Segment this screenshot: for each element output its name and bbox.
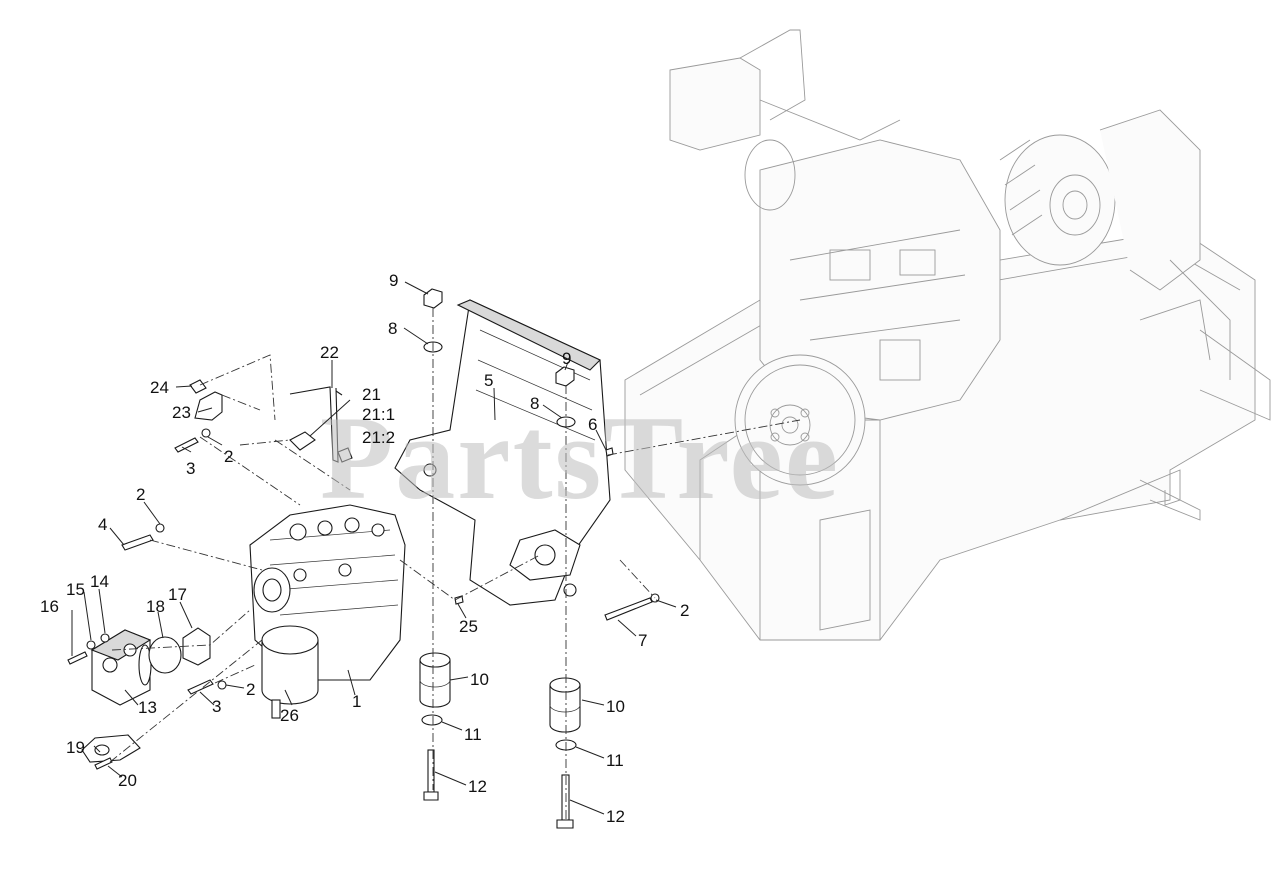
washer-2-a: [201, 428, 211, 438]
callout-12-right: 12: [606, 807, 625, 826]
engine-frame-assembly: [624, 29, 1271, 641]
isolator-10-right: [549, 677, 581, 733]
callout-13: 13: [138, 698, 157, 717]
callout-11-left: 11: [464, 725, 482, 744]
pin-25: [454, 595, 464, 605]
bolt-12-left: [423, 749, 439, 801]
nut-9-left: [423, 288, 443, 309]
callout-17: 17: [168, 585, 187, 604]
callout-20: 20: [118, 771, 137, 790]
bolt-7: [604, 597, 653, 621]
callout-24: 24: [150, 378, 169, 397]
callout-8-left: 8: [388, 319, 397, 338]
bolt-4: [121, 534, 154, 551]
isolator-10-left: [419, 652, 451, 708]
callout-21-1: 21:1: [362, 405, 395, 424]
assembly-lines: [109, 308, 801, 820]
callout-2-bottom: 2: [246, 680, 255, 699]
rod-22: [329, 386, 339, 463]
callout-16: 16: [40, 597, 59, 616]
bolt-12-right: [556, 774, 574, 829]
callout-22: 22: [320, 343, 339, 362]
watermark: PartsTree: [320, 391, 840, 524]
callout-3-top: 3: [186, 459, 195, 478]
washer-15: [86, 640, 96, 650]
screw-20: [94, 757, 113, 770]
fitting-24: [189, 379, 207, 394]
callout-12-left: 12: [468, 777, 487, 796]
callout-4: 4: [98, 515, 107, 534]
callout-23: 23: [172, 403, 191, 422]
bolt-16: [67, 651, 88, 665]
bolt-3-top: [174, 437, 199, 453]
plate-hole: [94, 744, 110, 756]
washer-2-b: [155, 523, 165, 533]
washer-14: [100, 633, 110, 643]
callout-19: 19: [66, 738, 85, 757]
callout-21: 21: [362, 385, 381, 404]
callout-15: 15: [66, 580, 85, 599]
callout-1: 1: [352, 692, 361, 711]
charge-pump: [90, 629, 152, 706]
nut-9-right: [555, 366, 575, 387]
filter-canister: [261, 625, 319, 719]
washer-11-left: [421, 714, 443, 726]
fitting-21: [289, 431, 316, 451]
callout-26: 26: [280, 706, 299, 725]
callout-9-left: 9: [389, 271, 398, 290]
bolt-3-bottom: [187, 679, 214, 695]
callout-9-right: 9: [562, 349, 571, 368]
callout-2-top: 2: [224, 447, 233, 466]
callout-14: 14: [90, 572, 109, 591]
leader-lines: [71, 281, 677, 815]
callout-10-right: 10: [606, 697, 625, 716]
callout-7: 7: [638, 631, 647, 650]
fitting-21-1: [337, 447, 353, 463]
callout-2-left: 2: [136, 485, 145, 504]
coupler-17: [182, 627, 211, 666]
callout-21-2: 21:2: [362, 428, 395, 447]
callout-3-bottom: 3: [212, 697, 221, 716]
callout-11-right: 11: [606, 751, 624, 770]
callout-labels: 9 8 22 24 23 21 21:1 21:2 3 2 2 4 5 9 8 …: [40, 271, 689, 826]
bracket-23: [194, 391, 223, 421]
callout-10-left: 10: [470, 670, 489, 689]
callout-8-right: 8: [530, 394, 539, 413]
callout-6: 6: [588, 415, 597, 434]
callout-2-right: 2: [680, 601, 689, 620]
o-ring-18: [148, 636, 182, 674]
callout-5: 5: [484, 371, 493, 390]
callout-25: 25: [459, 617, 478, 636]
washer-2-c: [217, 680, 227, 690]
callout-18: 18: [146, 597, 165, 616]
plate-19: [81, 734, 141, 763]
